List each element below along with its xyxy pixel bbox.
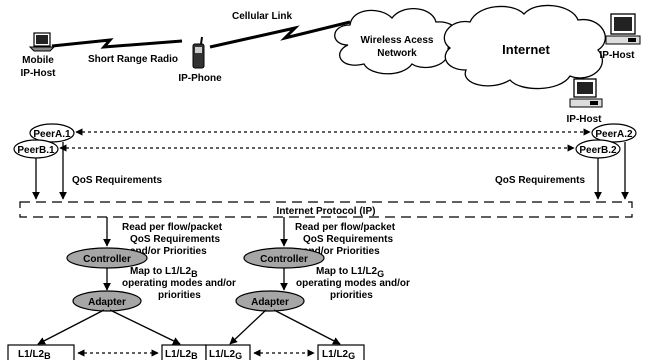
peer-a2-node [591,123,637,143]
read-right-line2: QoS Requirements [303,234,393,245]
peer-a1-node [29,123,75,143]
map-left-line1: Map to L1/L2B [130,266,198,279]
arrow [109,309,181,345]
l1l2-g-box-left [205,344,251,360]
laptop-icon [28,32,56,52]
read-left-line3: and/or Priorities [130,246,207,257]
adapter-left-node [72,290,142,312]
l1l2-b-left-label: L1/L2B [18,349,51,360]
controller-right-label: Controller [260,254,308,265]
desktop-icon [569,78,603,108]
peer-a2-label: PeerA.2 [595,129,633,140]
adapter-left-label: Adapter [88,297,126,308]
map-right-line2: operating modes and/or [296,278,410,289]
controller-left-label: Controller [83,254,131,265]
read-right-line3: and/or Priorities [303,246,380,257]
mobile-ip-host-label-line1: Mobile [22,55,54,66]
internet-label: Internet [502,42,550,57]
adapter-right-label: Adapter [251,297,289,308]
l1l2-b-right-label: L1/L2B [165,349,198,360]
qos-requirements-right: QoS Requirements [495,175,585,186]
adapter-right-node [235,290,305,312]
ip-layer-label: Internet Protocol (IP) [277,206,376,217]
ip-host-bottom-label: IP-Host [567,114,603,125]
peer-b2-label: PeerB.2 [579,145,617,156]
map-left-line3: priorities [158,290,201,301]
wireless-access-network-label-line2: Network [377,48,417,59]
desktop-icon [605,13,641,45]
l1l2-g-right-label: L1/L2G [322,349,355,360]
map-right-line3: priorities [330,290,373,301]
l1l2-g-left-label: L1/L2G [209,349,242,360]
cellular-link-label: Cellular Link [232,11,292,22]
read-left-line2: QoS Requirements [130,234,220,245]
internet-cloud [443,4,606,90]
wireless-access-network-label-line1: Wireless Acess [361,35,434,46]
short-range-radio-label: Short Range Radio [88,54,178,65]
map-right-line1: Map to L1/L2G [316,266,384,279]
arrow [273,309,341,345]
qos-requirements-left: QoS Requirements [72,175,162,186]
short-range-radio-link [51,38,183,49]
ip-phone-label: IP-Phone [178,73,222,84]
peer-b1-label: PeerB.1 [17,145,55,156]
arrow [37,309,105,345]
peer-a1-label: PeerA.1 [33,129,71,140]
phone-icon [192,36,205,69]
read-right-line1: Read per flow/packet [295,222,396,233]
l1l2-g-box-right [317,344,365,360]
mobile-ip-host-label-line2: IP-Host [21,68,57,79]
ip-layer-box [19,201,633,218]
arrow [229,309,267,345]
ip-host-right-label: IP-Host [600,50,636,61]
map-left-line2: operating modes and/or [122,278,236,289]
read-left-line1: Read per flow/packet [122,222,223,233]
l1l2-b-box-left [7,344,75,360]
cellular-link [209,20,351,49]
